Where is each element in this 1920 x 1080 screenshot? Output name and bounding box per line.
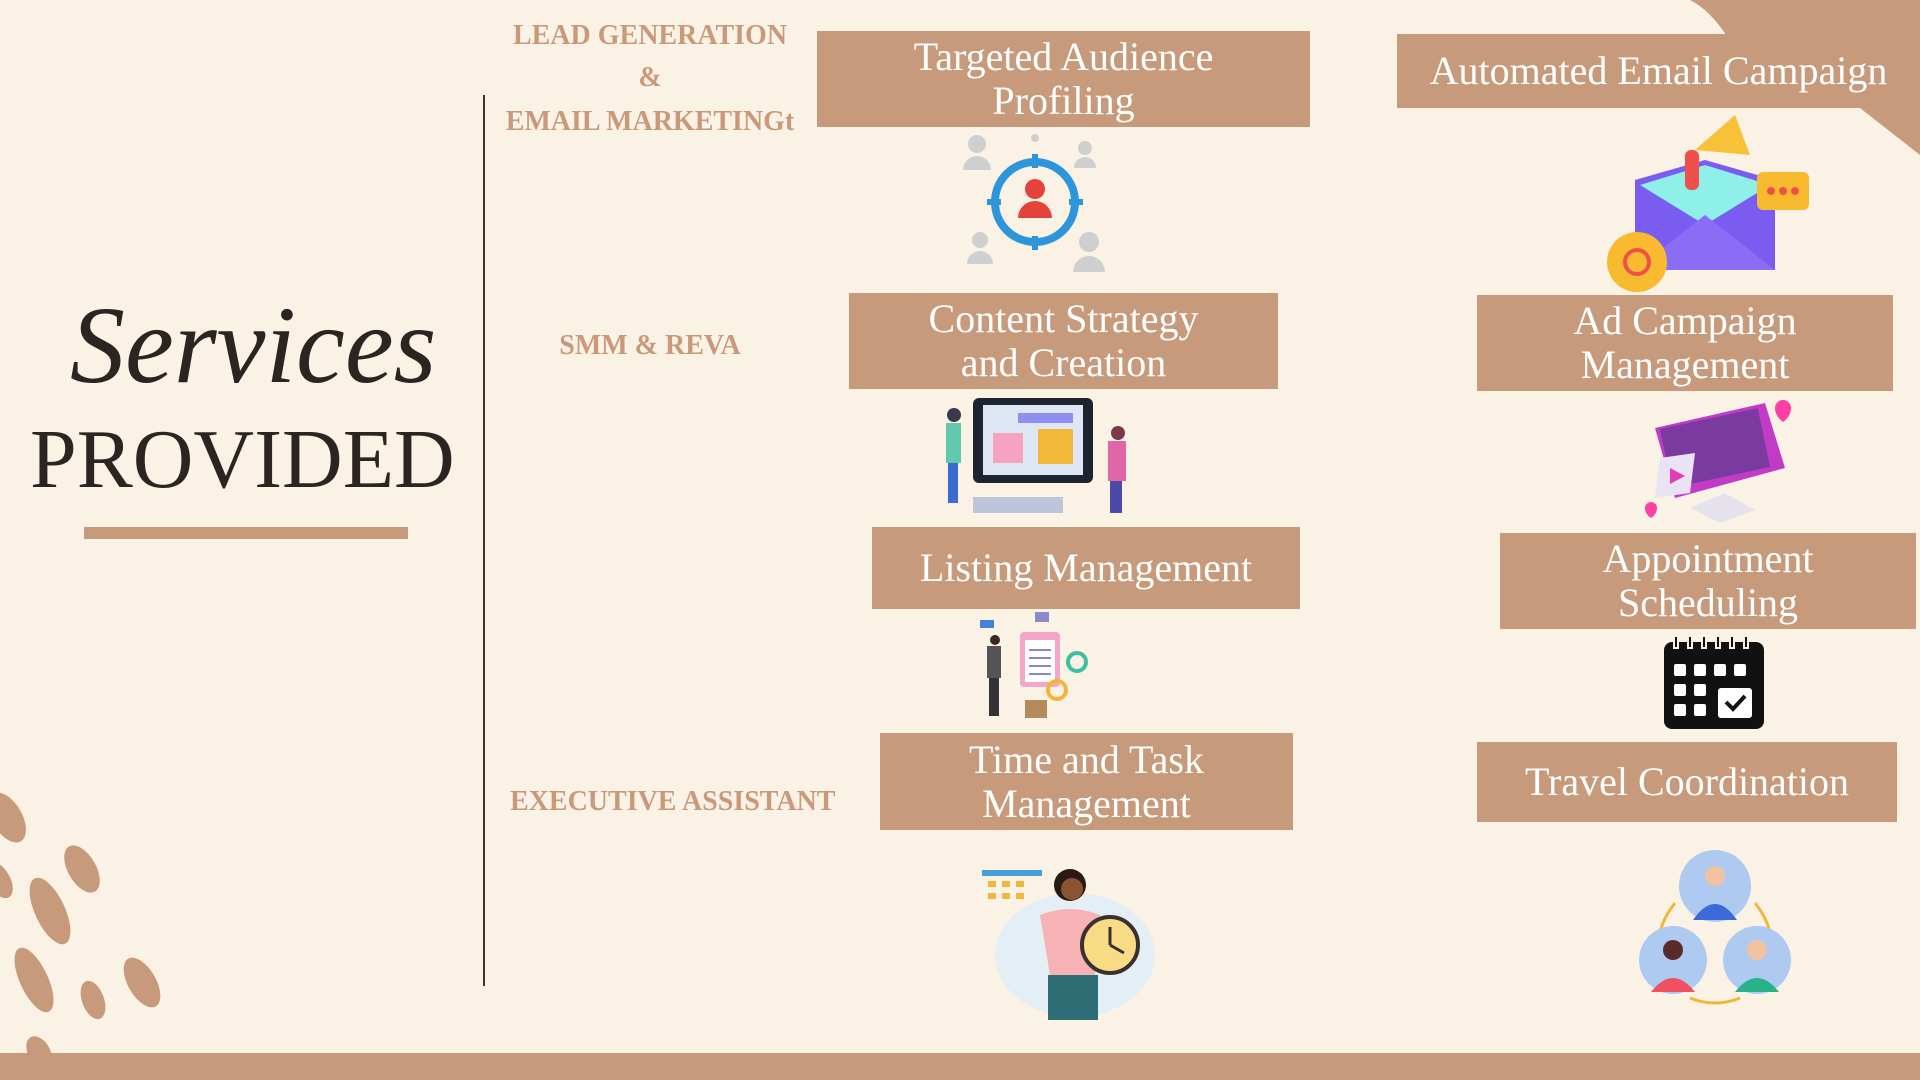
service-label: Content Strategy — [928, 296, 1199, 341]
service-listing: Listing Management — [872, 527, 1300, 609]
listing-planning-icon — [980, 612, 1088, 718]
category-smm: SMM & REVA — [559, 330, 741, 361]
divider-line — [483, 95, 485, 986]
title-main: PROVIDED — [30, 413, 455, 506]
service-time-task: Time and Task Management — [880, 733, 1293, 830]
bottom-bar — [0, 1053, 1920, 1080]
service-content-strategy: Content Strategy and Creation — [849, 293, 1278, 389]
service-label: Targeted Audience — [913, 34, 1214, 79]
email-megaphone-icon — [1607, 115, 1809, 292]
content-creation-icon — [946, 398, 1126, 513]
ad-campaign-icon — [1645, 400, 1791, 523]
title-underline — [84, 527, 408, 539]
service-label: Travel Coordination — [1524, 759, 1850, 804]
service-label: Ad Campaign — [1573, 298, 1797, 343]
time-management-icon — [982, 869, 1155, 1020]
service-ad-campaign: Ad Campaign Management — [1477, 295, 1893, 391]
service-label: Management — [982, 780, 1191, 826]
target-audience-icon — [963, 134, 1105, 272]
service-label: Profiling — [992, 78, 1135, 123]
service-label: Management — [1580, 342, 1790, 387]
service-appointment: Appointment Scheduling — [1500, 533, 1916, 629]
team-travel-icon — [1639, 850, 1791, 1005]
service-label: and Creation — [960, 340, 1167, 385]
category-exec: EXECUTIVE ASSISTANT — [510, 786, 836, 817]
service-label: Appointment — [1602, 536, 1814, 581]
category-lead-gen-line2: & — [638, 62, 662, 93]
service-travel: Travel Coordination — [1477, 742, 1897, 822]
calendar-icon — [1664, 636, 1764, 729]
service-label: Scheduling — [1618, 580, 1798, 625]
service-label: Time and Task — [969, 736, 1204, 782]
category-lead-gen-line3: EMAIL MARKETINGt — [505, 106, 795, 137]
category-lead-gen-line1: LEAD GENERATION — [512, 20, 788, 51]
service-label: Automated Email Campaign — [1429, 48, 1888, 93]
title-script: Services — [70, 284, 437, 406]
service-label: Listing Management — [919, 545, 1253, 590]
service-automated-email: Automated Email Campaign — [1397, 34, 1920, 108]
service-targeted-audience: Targeted Audience Profiling — [817, 31, 1310, 127]
